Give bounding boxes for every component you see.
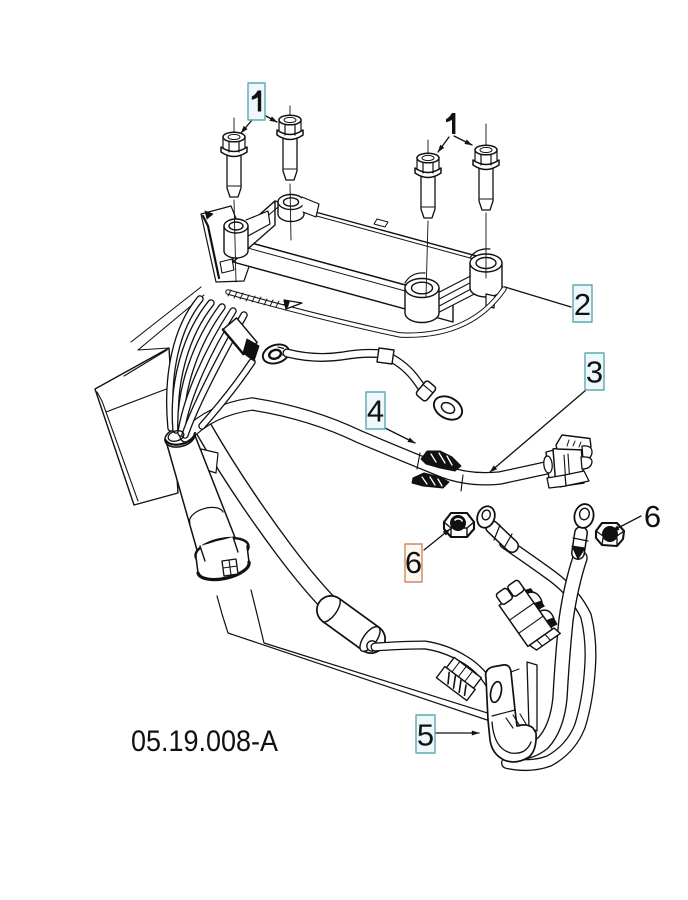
svg-text:05.19.008-A: 05.19.008-A	[131, 725, 278, 758]
svg-text:5: 5	[417, 718, 434, 753]
svg-text:3: 3	[586, 355, 603, 390]
svg-text:6: 6	[644, 499, 661, 534]
svg-text:2: 2	[574, 287, 591, 322]
svg-text:4: 4	[367, 394, 384, 429]
svg-text:6: 6	[405, 545, 422, 580]
